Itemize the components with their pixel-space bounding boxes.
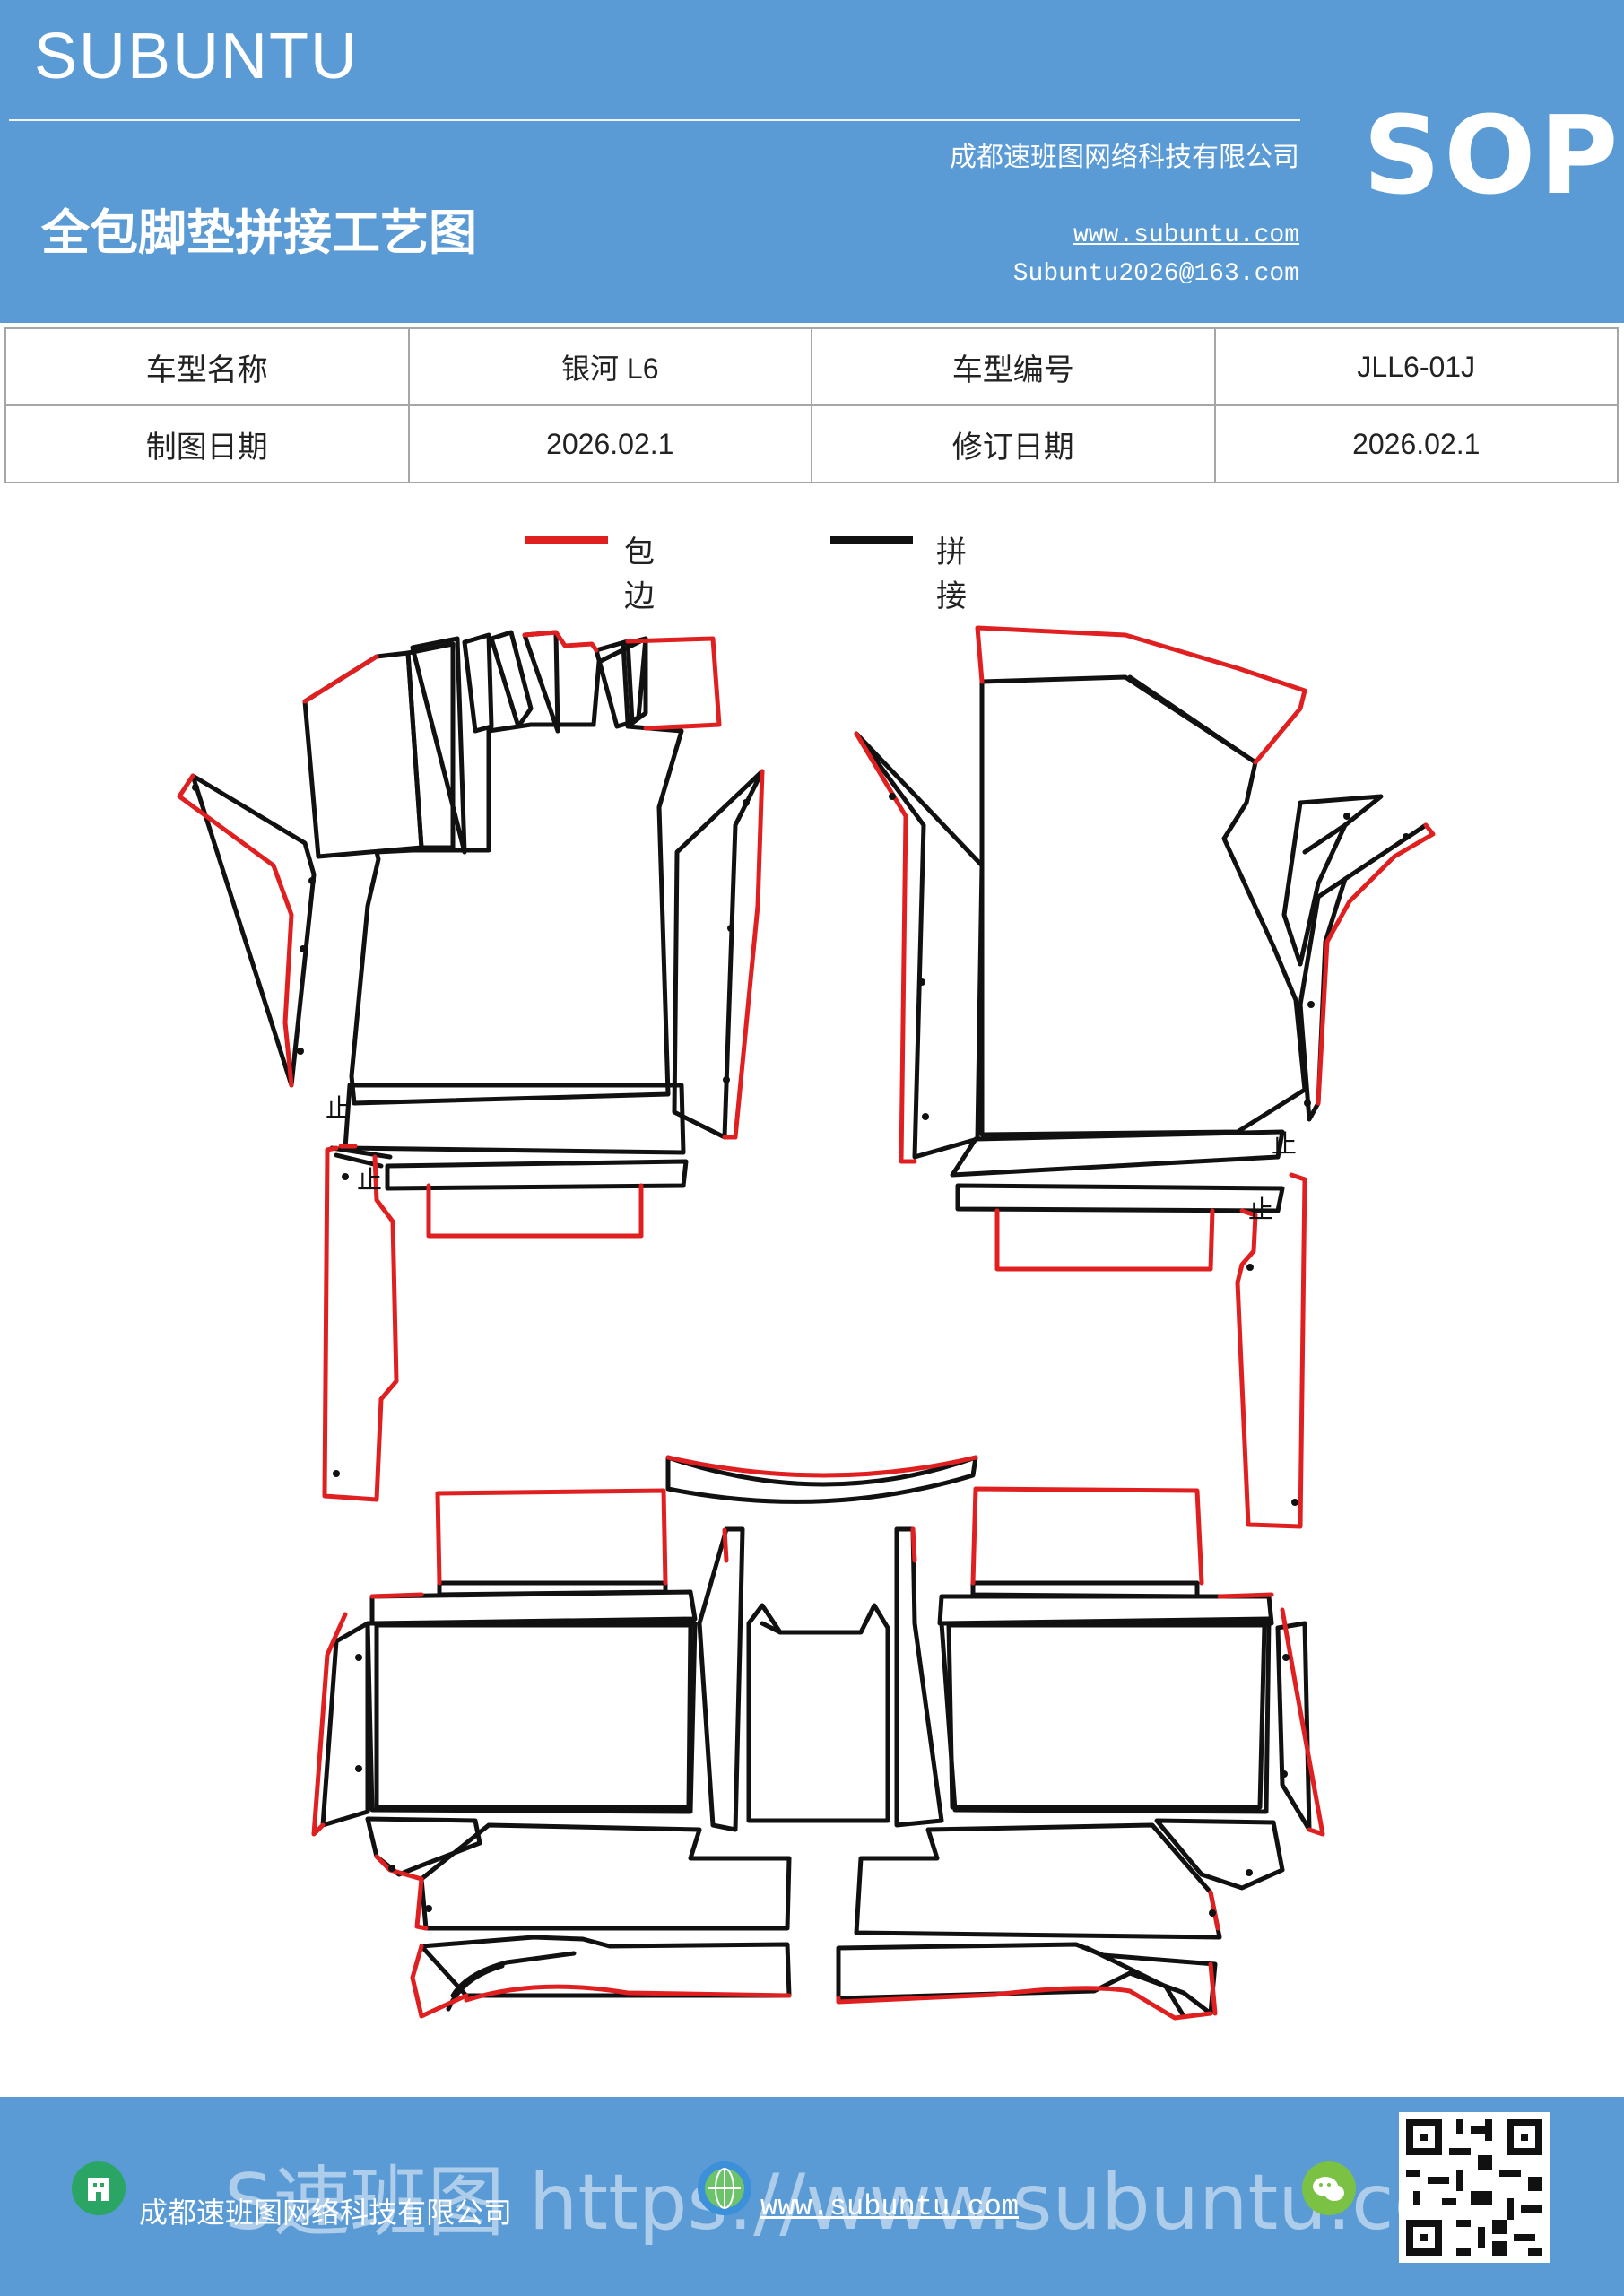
stop-marker: 止 xyxy=(1248,1195,1273,1224)
stop-marker: 止 xyxy=(357,1165,382,1195)
wechat-icon xyxy=(1302,2161,1356,2215)
front-right-mat-group xyxy=(854,674,1429,1213)
vehicle-info-table: 车型名称 银河 L6 车型编号 JLL6-01J 制图日期 2026.02.1 … xyxy=(4,327,1619,483)
footer-watermark: S速班图 https://www.subuntu.com xyxy=(224,2158,1516,2248)
header-email: Subuntu2026@163.com xyxy=(1012,260,1299,288)
table-cell: 修订日期 xyxy=(811,404,1216,483)
brand-name: SUBUNTU xyxy=(34,21,360,92)
header-banner xyxy=(0,0,1624,323)
table-cell: 银河 L6 xyxy=(407,327,812,406)
footer-company: 成都速班图网络科技有限公司 xyxy=(139,2196,513,2230)
building-icon xyxy=(72,2161,126,2215)
footer-website-link[interactable]: www.subuntu.com xyxy=(760,2190,1020,2223)
table-cell: 制图日期 xyxy=(4,404,410,483)
legend-swatch-black xyxy=(830,536,913,544)
sop-badge: SOP xyxy=(1363,94,1622,219)
document-title: 全包脚垫拼接工艺图 xyxy=(41,204,477,261)
rear-mat-group xyxy=(320,1455,1312,2019)
globe-icon xyxy=(698,2161,751,2215)
table-cell: 2026.02.1 xyxy=(1213,404,1619,483)
stop-marker: 止 xyxy=(326,1093,351,1123)
header-company: 成都速班图网络科技有限公司 xyxy=(950,142,1299,173)
table-cell: 2026.02.1 xyxy=(407,404,812,483)
table-cell: 车型名称 xyxy=(4,327,410,406)
legend-label: 拼接 xyxy=(936,535,967,614)
front-left-mat-group xyxy=(190,630,765,1191)
qr-code xyxy=(1399,2112,1550,2263)
legend-swatch-red xyxy=(525,536,608,544)
header-divider xyxy=(9,119,1300,121)
header-website-link[interactable]: www.subuntu.com xyxy=(1073,222,1299,249)
table-cell: JLL6-01J xyxy=(1213,327,1619,406)
table-row: 车型名称 银河 L6 车型编号 JLL6-01J xyxy=(4,327,1619,406)
legend-label: 包边 xyxy=(624,535,655,614)
table-row: 制图日期 2026.02.1 修订日期 2026.02.1 xyxy=(4,404,1619,483)
table-cell: 车型编号 xyxy=(811,327,1216,406)
stop-marker: 止 xyxy=(1272,1129,1297,1159)
